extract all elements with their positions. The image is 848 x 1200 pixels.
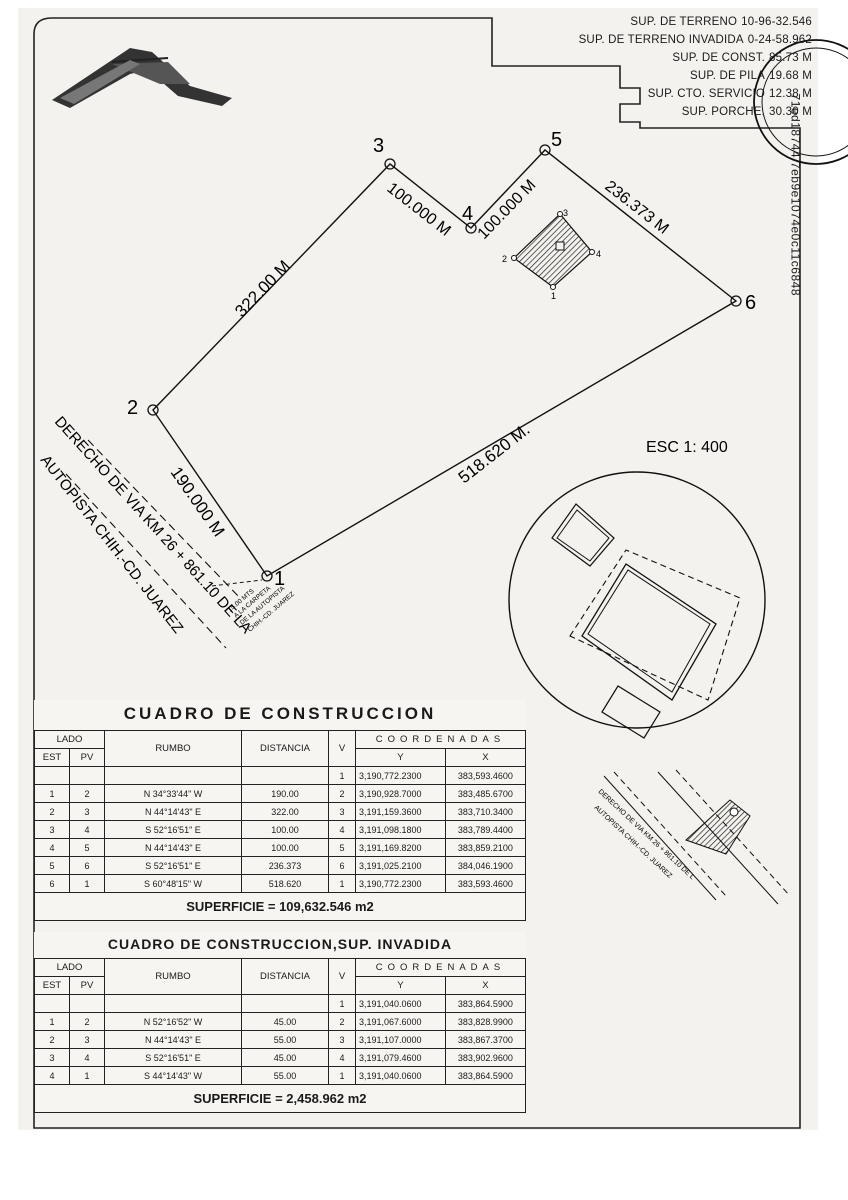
col-distancia: DISTANCIA bbox=[241, 730, 329, 767]
col-lado: LADO bbox=[34, 958, 105, 977]
property-boundary bbox=[152, 149, 738, 577]
vertex-label: 1 bbox=[274, 568, 285, 590]
side-length-label: 518.620 M. bbox=[455, 420, 534, 487]
building-corner-label: 1 bbox=[551, 291, 556, 301]
inset-road-label: DERECHO DE VIA KM 26 + 861.10 DE L bbox=[597, 788, 696, 881]
col-x: X bbox=[444, 976, 527, 995]
inset-road-label: AUTOPISTA CHIH.-CD. JUAREZ bbox=[593, 804, 674, 880]
sup-line: SUP. PORCHE.30.30 M bbox=[681, 106, 812, 118]
right-of-way-line bbox=[87, 439, 241, 599]
col-y: Y bbox=[355, 748, 446, 767]
col-pv: PV bbox=[69, 748, 105, 767]
vertex-label: 6 bbox=[745, 292, 756, 314]
col-x: X bbox=[444, 748, 527, 767]
construction-table: CUADRO DE CONSTRUCCION LADO RUMBO DISTAN… bbox=[34, 700, 527, 921]
col-v: V bbox=[328, 958, 356, 995]
col-y: Y bbox=[355, 976, 446, 995]
col-coordenadas: COORDENADAS bbox=[355, 730, 526, 749]
side-length-label: 236.373 M bbox=[602, 178, 672, 238]
invaded-area-table: CUADRO DE CONSTRUCCION,SUP. INVADIDA LAD… bbox=[34, 932, 527, 1113]
sheet-border bbox=[33, 17, 801, 1129]
table-title: CUADRO DE CONSTRUCCION bbox=[123, 704, 437, 723]
side-length-label: 322.00 M bbox=[231, 257, 294, 321]
scale-label: ESC 1: 400 bbox=[646, 439, 728, 456]
offset-line bbox=[211, 579, 263, 587]
sup-line: SUP. DE CONST.85.73 M bbox=[672, 52, 812, 64]
right-of-way-line bbox=[65, 473, 227, 649]
building-corner-label: 2 bbox=[502, 254, 507, 264]
building-corner-markers bbox=[511, 211, 595, 290]
location-map bbox=[603, 769, 791, 905]
col-rumbo: RUMBO bbox=[104, 730, 242, 767]
construction-table-grid: LADO RUMBO DISTANCIA V COORDENADAS EST P… bbox=[34, 730, 527, 893]
vertex-label: 2 bbox=[127, 397, 138, 419]
superficie-total: SUPERFICIE = 2,458.962 m2 bbox=[34, 1085, 526, 1113]
invaded-building bbox=[513, 213, 593, 288]
table-row: 1 3,190,772.2300 383,593.4600 bbox=[34, 766, 527, 785]
col-est: EST bbox=[34, 748, 70, 767]
col-v: V bbox=[328, 730, 356, 767]
table-row: 1 3,191,040.0600 383,864.5900 bbox=[34, 994, 527, 1013]
side-length-label: 100.000 M bbox=[384, 180, 454, 240]
building-corner-label: 4 bbox=[596, 249, 601, 259]
detail-inset bbox=[508, 471, 766, 739]
company-logo bbox=[52, 48, 232, 108]
col-coordenadas: COORDENADAS bbox=[355, 958, 526, 977]
table-title: CUADRO DE CONSTRUCCION,SUP. INVADIDA bbox=[107, 936, 453, 952]
col-rumbo: RUMBO bbox=[104, 958, 242, 995]
superficie-total: SUPERFICIE = 109,632.546 m2 bbox=[34, 893, 526, 921]
col-pv: PV bbox=[69, 976, 105, 995]
vertex-markers bbox=[147, 144, 742, 582]
vertex-label: 3 bbox=[373, 135, 384, 157]
side-length-label: 100.000 M bbox=[475, 177, 540, 243]
col-lado: LADO bbox=[34, 730, 105, 749]
col-est: EST bbox=[34, 976, 70, 995]
col-distancia: DISTANCIA bbox=[241, 958, 329, 995]
vertex-label: 5 bbox=[551, 129, 562, 151]
building-corner-label: 3 bbox=[563, 208, 568, 218]
invaded-area-table-grid: LADO RUMBO DISTANCIA V COORDENADAS EST P… bbox=[34, 958, 527, 1085]
vertex-label: 4 bbox=[462, 203, 473, 225]
notary-seal bbox=[753, 39, 848, 165]
